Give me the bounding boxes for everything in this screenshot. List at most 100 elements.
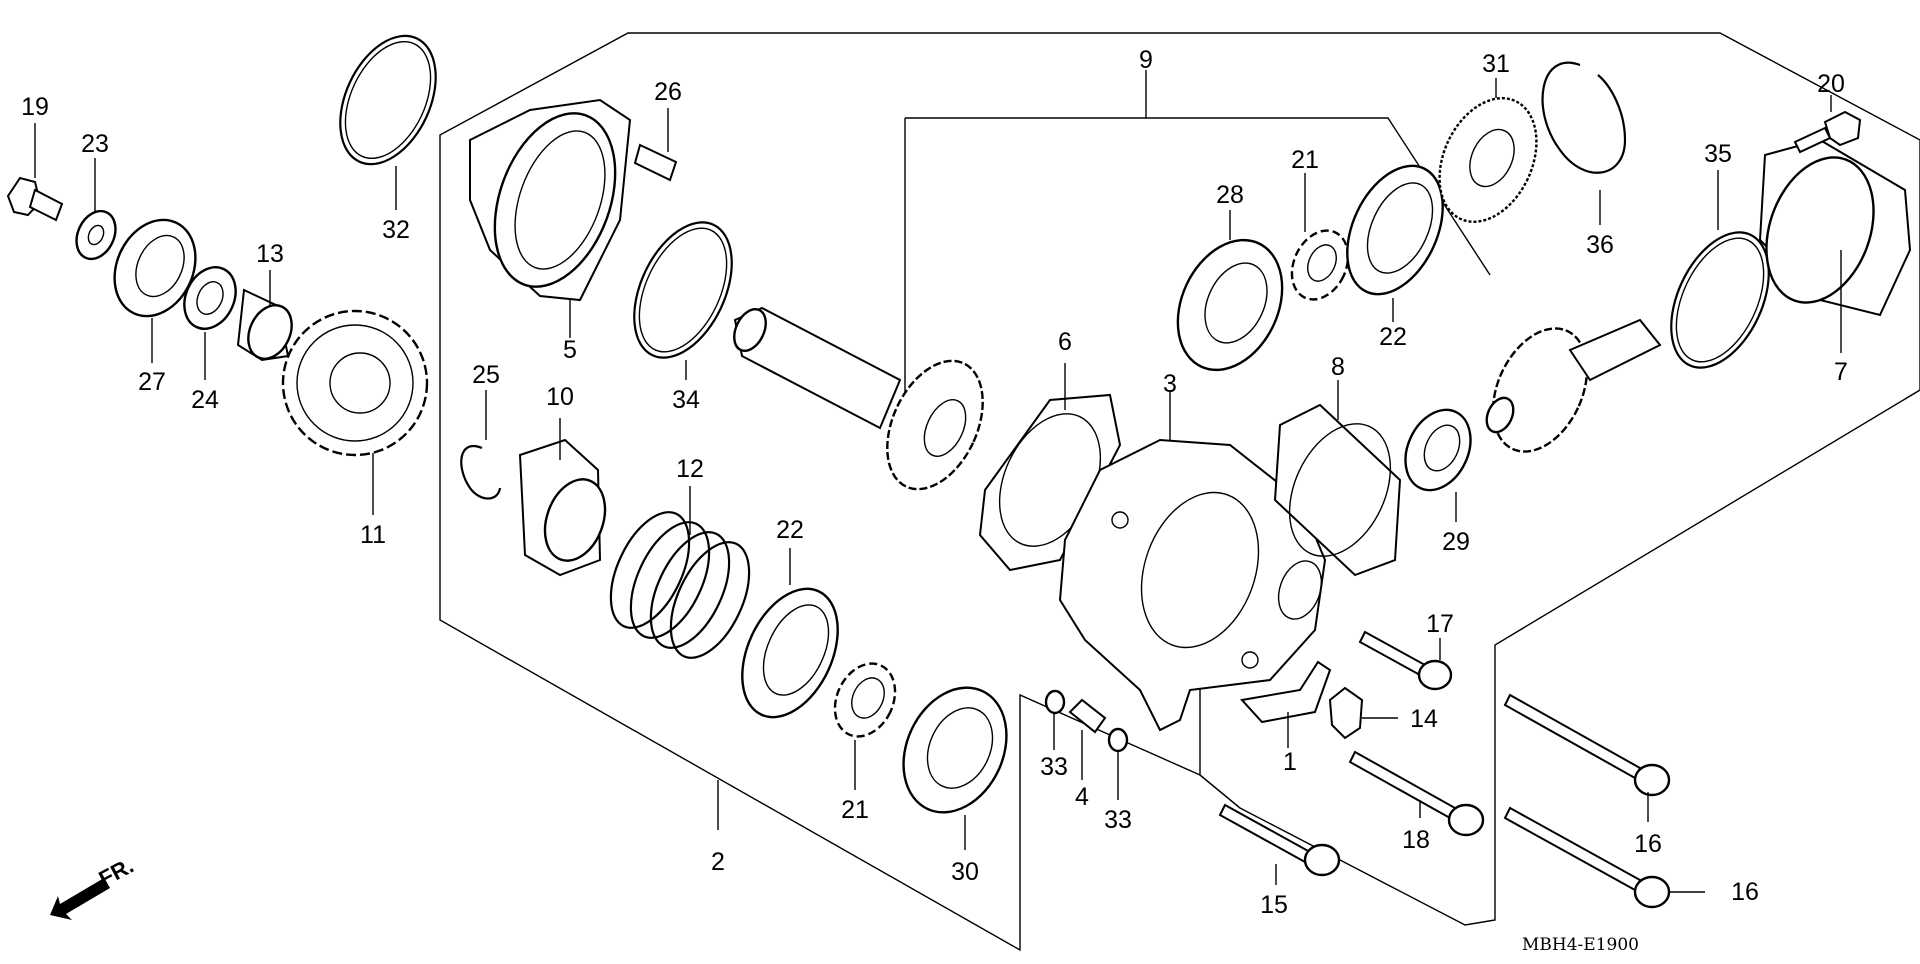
nut-21-upper-hole — [1307, 244, 1337, 282]
nut-21-lower — [833, 662, 897, 738]
callout-32: 32 — [382, 216, 410, 244]
gear-case-3 — [1058, 438, 1327, 732]
callout-14: 14 — [1410, 705, 1438, 733]
oil-seal-31 — [1438, 97, 1538, 223]
arrow-left-icon — [50, 878, 110, 920]
o-ring-35 — [1670, 231, 1770, 369]
ring-22-lower-inner — [762, 604, 830, 696]
washer-33-right — [1107, 727, 1129, 753]
callout-31: 31 — [1482, 50, 1510, 78]
gear-11 — [281, 309, 429, 457]
bracket-1-part — [1240, 660, 1332, 724]
callout-10: 10 — [546, 383, 574, 411]
cam-10 — [518, 438, 607, 577]
callout-33-right: 33 — [1104, 806, 1132, 834]
union-bolt-4 — [1068, 698, 1107, 734]
circlip-36 — [1541, 61, 1627, 174]
bolt-18-shank — [1348, 750, 1457, 820]
bolt-15-head — [1303, 843, 1341, 877]
gasket-8 — [1273, 403, 1402, 577]
bearing-29-race — [1423, 424, 1461, 472]
callout-8: 8 — [1331, 353, 1345, 381]
nut-21-lower-hole — [851, 677, 885, 719]
callout-1: 1 — [1283, 748, 1297, 776]
callout-23: 23 — [81, 130, 109, 158]
o-ring-34 — [633, 221, 733, 359]
bearing-28 — [1176, 238, 1284, 372]
bolt-16-upper-head — [1633, 763, 1671, 797]
callout-18: 18 — [1402, 826, 1430, 854]
gasket-8-opening — [1288, 423, 1392, 557]
callout-34: 34 — [672, 386, 700, 414]
callout-27: 27 — [138, 368, 166, 396]
callout-3: 3 — [1163, 370, 1177, 398]
ring-22-upper-inner — [1366, 182, 1434, 274]
bearing-30-race — [926, 707, 994, 789]
collar-13 — [236, 288, 293, 362]
callout-29: 29 — [1442, 528, 1470, 556]
ring-22-lower — [741, 587, 839, 719]
bolt-17-head — [1417, 659, 1453, 691]
washer-23 — [75, 209, 117, 261]
bracket-9 — [904, 117, 1491, 395]
cover-7 — [1758, 138, 1912, 317]
callout-21-upper: 21 — [1291, 146, 1319, 174]
bearing-28-race — [1204, 262, 1268, 344]
bolt-16-lower-head — [1633, 875, 1671, 909]
callout-12: 12 — [676, 455, 704, 483]
spring-12 — [609, 511, 751, 659]
callout-35: 35 — [1704, 140, 1732, 168]
dowel-pin-26 — [633, 143, 678, 182]
housing-cover-5 — [469, 98, 632, 302]
leader-lines — [34, 78, 1842, 893]
o-ring-32-inner — [344, 40, 432, 160]
oil-seal-31-bore — [1469, 128, 1515, 188]
o-ring-34-inner — [638, 227, 728, 353]
washer-24 — [183, 266, 237, 330]
drawing-code: MBH4-E1900 — [1522, 935, 1639, 955]
o-ring-32 — [339, 34, 437, 166]
callout-22-upper: 22 — [1379, 323, 1407, 351]
bolt-18-head — [1447, 803, 1485, 837]
bolt-16-lower-shank — [1503, 806, 1642, 892]
ring-gear-shaft — [1485, 318, 1662, 453]
callout-28: 28 — [1216, 181, 1244, 209]
circlip-25 — [460, 444, 502, 500]
callout-17: 17 — [1426, 610, 1454, 638]
callout-7: 7 — [1834, 358, 1848, 386]
bevel-shaft-9 — [733, 306, 984, 491]
callout-19: 19 — [21, 93, 49, 121]
callout-13: 13 — [256, 240, 284, 268]
bolt-20-head — [1823, 110, 1862, 147]
callout-36: 36 — [1586, 231, 1614, 259]
washer-24-hole — [196, 281, 224, 315]
bolt-16-upper-shank — [1503, 693, 1642, 780]
bolt-19 — [6, 176, 64, 222]
washer-23-hole — [87, 224, 105, 246]
callout-25: 25 — [472, 361, 500, 389]
callout-labels: 1 2 3 4 5 6 7 8 9 10 11 12 13 14 15 16 1… — [21, 46, 1848, 919]
bearing-30 — [902, 686, 1008, 814]
callout-2: 2 — [711, 848, 725, 876]
callout-9: 9 — [1139, 46, 1153, 74]
callout-5: 5 — [563, 336, 577, 364]
callout-4: 4 — [1075, 783, 1089, 811]
callout-16-lower: 16 — [1731, 878, 1759, 906]
callout-24: 24 — [191, 386, 219, 414]
callout-20: 20 — [1817, 70, 1845, 98]
callout-16-upper: 16 — [1634, 830, 1662, 858]
bearing-27-race — [135, 234, 185, 298]
callout-22-lower: 22 — [776, 516, 804, 544]
bolt-15-shank — [1218, 803, 1312, 864]
washer-33-left — [1044, 689, 1066, 715]
callout-26: 26 — [654, 78, 682, 106]
bolt-20-shank — [1793, 126, 1832, 154]
grommet-14 — [1328, 686, 1364, 740]
assembly-boundary — [439, 32, 1920, 952]
callout-33-left: 33 — [1040, 753, 1068, 781]
front-direction-indicator: FR. — [50, 853, 138, 920]
callout-11: 11 — [360, 521, 386, 549]
callout-30: 30 — [951, 858, 979, 886]
